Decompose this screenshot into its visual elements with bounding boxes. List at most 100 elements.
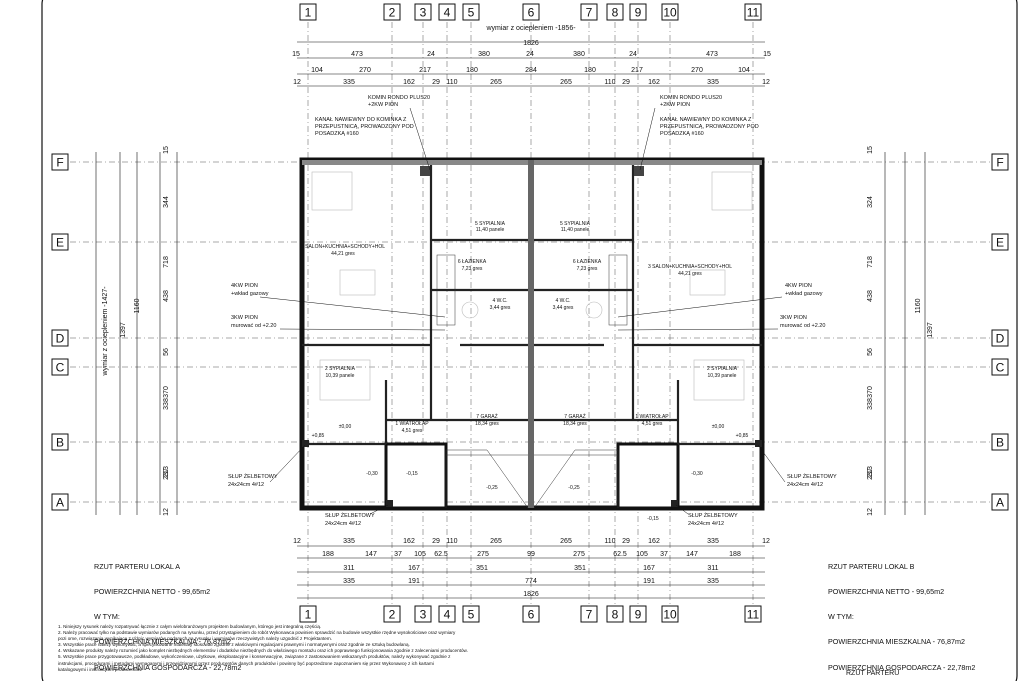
axis-top-3-box	[414, 3, 432, 21]
callout-pion3-a-2: murować od +2.20	[231, 323, 276, 329]
note-3: pozi ome, rozwiązania wynikające z różni…	[58, 636, 332, 642]
room-lazienka-b-area: 7,23 gres	[577, 266, 598, 272]
room-labels: 3 SALON+KUCHNIA+SCHODY+HOL 44,21 gres 3 …	[301, 221, 738, 434]
room-sypialnia-b-name: 5 SYPIALNIA	[560, 221, 591, 227]
top-dim-2-7: 473	[706, 51, 718, 58]
callout-pion3-b-1: 3KW PION	[780, 315, 807, 321]
top-dim-3-4: 284	[525, 67, 537, 74]
left-mid-dimension: 1160	[134, 298, 141, 313]
level-left: +0,85	[312, 433, 325, 439]
top-dim-3-2: 217	[419, 67, 431, 74]
bottom-dim-1-6: 265	[560, 538, 572, 545]
bottom-dim-1-9: 162	[648, 538, 660, 545]
left-seg-1: 718	[163, 256, 170, 268]
bottom-dim-2-3: 105	[414, 551, 426, 558]
summary-a-line-2: POWIERZCHNIA NETTO - 99,65m2	[94, 587, 211, 597]
axis-top-9-box	[629, 3, 647, 21]
top-dim-3-6: 217	[631, 67, 643, 74]
right-seg-5: 338	[867, 398, 874, 410]
callout-duct-b-1: KANAŁ NAWIEWNY DO KOMINKA Z	[660, 117, 752, 123]
room-syp2-a-area: 10,39 panele	[326, 373, 355, 379]
bottom-dim-3-0: 311	[343, 565, 354, 572]
room-garaz-a-area: 18,34 gres	[475, 421, 499, 427]
note-8: katalogowymi i instrukcjami producentów.	[58, 666, 143, 672]
axis-top-6-box	[522, 3, 540, 21]
right-seg-6: 237	[867, 468, 874, 480]
axis-bottom-3-box	[414, 605, 432, 623]
top-dim-4-3: 29	[432, 79, 440, 86]
bottom-dim-2-12: 188	[729, 551, 741, 558]
top-dim-4-1: 335	[343, 79, 355, 86]
bottom-dim-2-5: 275	[477, 551, 489, 558]
axis-bottom-11-box	[744, 605, 762, 623]
axis-right-B-box	[991, 433, 1009, 451]
top-dim-4-6: 265	[560, 79, 572, 86]
room-syp2-b-name: 2 SYPIALNIA	[707, 366, 738, 372]
room-wc-b-area: 3,44 gres	[553, 305, 574, 311]
axis-right-A-label: A	[996, 496, 1004, 510]
axis-top-6-label: 6	[528, 6, 535, 20]
axis-bottom-2-box	[383, 605, 401, 623]
bottom-dim-2-0: 188	[322, 551, 334, 558]
callout-column-bot-b-2: 24x24cm 4#12	[688, 521, 724, 527]
room-wc-b-name: 4 W.C.	[555, 298, 570, 304]
bottom-dim-1-1: 335	[343, 538, 355, 545]
callout-column-bot-a-2: 24x24cm 4#12	[325, 521, 361, 527]
building-walls	[299, 157, 765, 511]
axis-right-A-box	[991, 493, 1009, 511]
bottom-dim-3-5: 311	[707, 565, 718, 572]
summary-a-line-4: POWIERZCHNIA MIESZKALNA - 76,87m2	[94, 637, 231, 647]
axis-top-4-box	[438, 3, 456, 21]
axis-top-9-label: 9	[635, 6, 642, 20]
top-dim-3-5: 180	[584, 67, 596, 74]
axis-left-F-label: F	[56, 156, 63, 170]
callout-pion3-a-1: 3KW PION	[231, 315, 258, 321]
room-sypialnia-a-name: 5 SYPIALNIA	[475, 221, 506, 227]
callout-pion4-b-2: +wkład gazowy	[785, 291, 823, 297]
summary-a-line-1: RZUT PARTERU LOKAL A	[94, 561, 181, 571]
bottom-dim-1-0: 12	[293, 538, 301, 545]
axis-bottom-7-box	[580, 605, 598, 623]
top-dim-2-0: 15	[292, 51, 300, 58]
axis-top-7-label: 7	[586, 6, 593, 20]
axis-bottom-2-label: 2	[389, 608, 396, 622]
room-wiatrolap-a-name: 1 WIATROŁAP	[395, 421, 429, 427]
axis-bottom-4-box	[438, 605, 456, 623]
left-seg-7: 213	[163, 466, 170, 478]
bottom-dim-2-9: 105	[636, 551, 648, 558]
right-seg-3: 56	[867, 348, 874, 356]
top-dim-2-8: 15	[763, 51, 771, 58]
left-seg-0: 344	[163, 196, 170, 208]
bottom-dim-3-2: 351	[476, 565, 488, 572]
axis-bottom-6-box	[522, 605, 540, 623]
top-dim-4-10: 335	[707, 79, 719, 86]
room-sypialnia-b-area: 11,40 panele	[561, 227, 590, 233]
axis-right-E-box	[991, 233, 1009, 251]
summary-lokal-a: RZUT PARTERU LOKAL A POWIERZCHNIA NETTO …	[94, 546, 241, 681]
left-seg-8: 12	[163, 508, 170, 516]
top-dim-2-4: 24	[526, 51, 534, 58]
top-dim-4-8: 29	[622, 79, 630, 86]
bottom-dim-2-1: 147	[365, 551, 377, 558]
top-dim-3-7: 270	[691, 67, 703, 74]
top-dim-4-7: 110	[604, 79, 615, 86]
note-6: 5. Wszystkie prace przygotowawcze, podkł…	[58, 654, 451, 660]
level-misc-6: -0,25	[568, 485, 580, 491]
note-5: 4. Wskazane produkty należy rozumieć jak…	[58, 648, 468, 654]
axis-bottom-7-label: 7	[586, 608, 593, 622]
room-wc-a-area: 3,44 gres	[490, 305, 511, 311]
note-2: 2. Należy pracować tylko na podstawie wy…	[58, 630, 456, 636]
right-mid-dimension: 1160	[915, 298, 922, 313]
bottom-dim-4-4: 335	[707, 578, 719, 585]
callout-column-left-1: SŁUP ŻELBETOWY	[228, 473, 278, 480]
axis-left-C-label: C	[56, 361, 65, 375]
top-dim-4-5: 265	[490, 79, 502, 86]
callout-duct-a-2: PRZEPUSTNICĄ, PROWADZONY POD	[315, 124, 414, 130]
axis-top-5-label: 5	[468, 6, 475, 20]
